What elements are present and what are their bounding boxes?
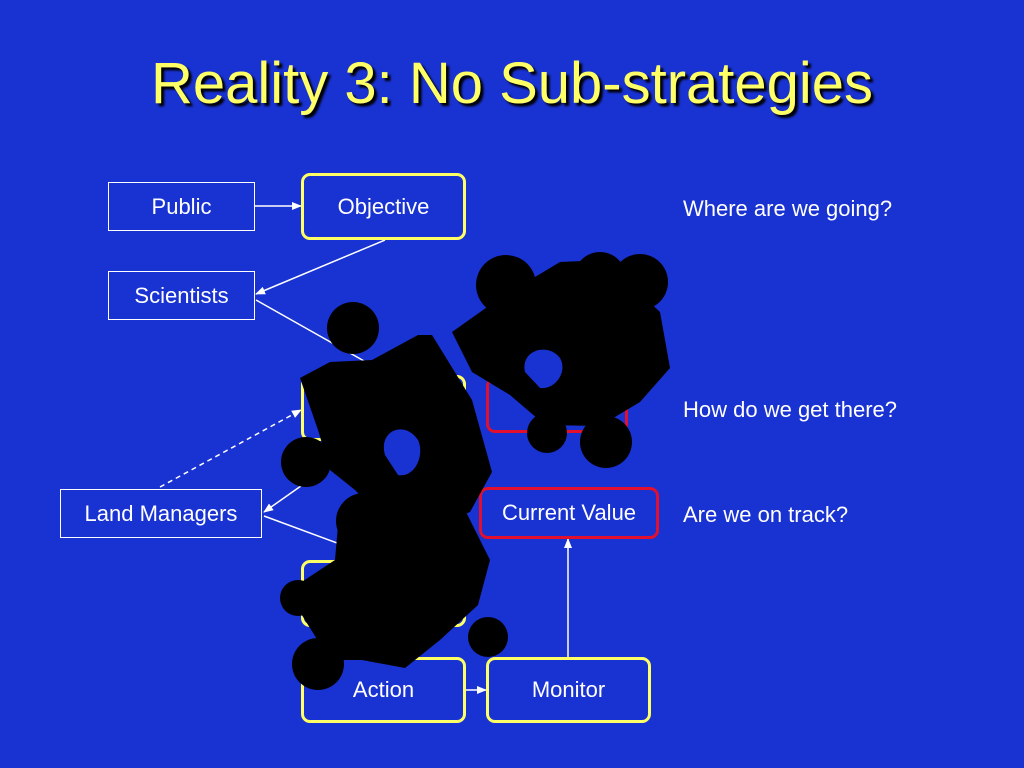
line-scientists-to-strategy [255,299,381,371]
arrow-objective-to-scientists [255,239,386,295]
puzzle-piece-icon-bottom [280,493,508,690]
objective-box: Objective [301,173,466,240]
land-managers-box: Land Managers [60,489,262,538]
scientists-box: Scientists [108,271,255,320]
puzzle-notch-icon [383,429,421,476]
slide-title: Reality 3: No Sub-strategies [150,51,874,116]
question-how-get-there: How do we get there? [683,397,898,422]
monitor-box: Monitor [486,657,651,723]
question-on-track: Are we on track? [683,502,849,527]
public-box: Public [108,182,255,231]
puzzle-piece-icon-top-right [452,252,670,468]
puzzle-notch-icon [524,349,563,389]
question-where-going: Where are we going? [683,196,893,221]
current-value-box: Current Value [479,487,659,539]
